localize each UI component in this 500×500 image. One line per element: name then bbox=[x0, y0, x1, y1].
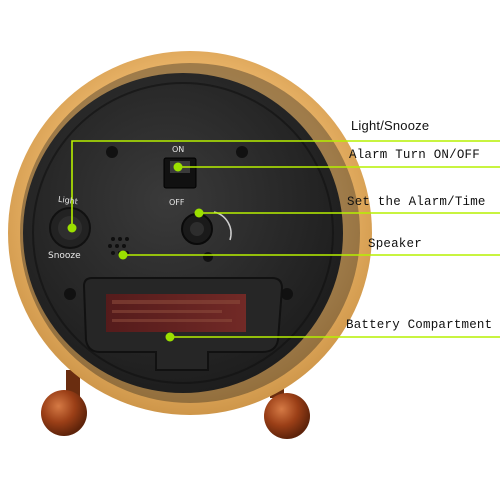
callout-dots bbox=[67, 162, 204, 342]
snooze-text: Snooze bbox=[48, 251, 81, 261]
callout-lines bbox=[71, 140, 500, 338]
callout-battery: Battery Compartment bbox=[346, 318, 493, 332]
left-foot bbox=[41, 390, 87, 436]
callout-set-alarm: Set the Alarm/Time bbox=[347, 195, 486, 209]
switch-off-text: OFF bbox=[169, 198, 185, 207]
callout-speaker: Speaker bbox=[368, 237, 422, 251]
callout-light-snooze: Light/Snooze bbox=[351, 118, 430, 133]
switch-on-text: ON bbox=[172, 145, 185, 154]
callout-alarm-switch: Alarm Turn ON/OFF bbox=[349, 148, 480, 162]
right-foot bbox=[264, 393, 310, 439]
battery-compartment bbox=[82, 277, 284, 371]
